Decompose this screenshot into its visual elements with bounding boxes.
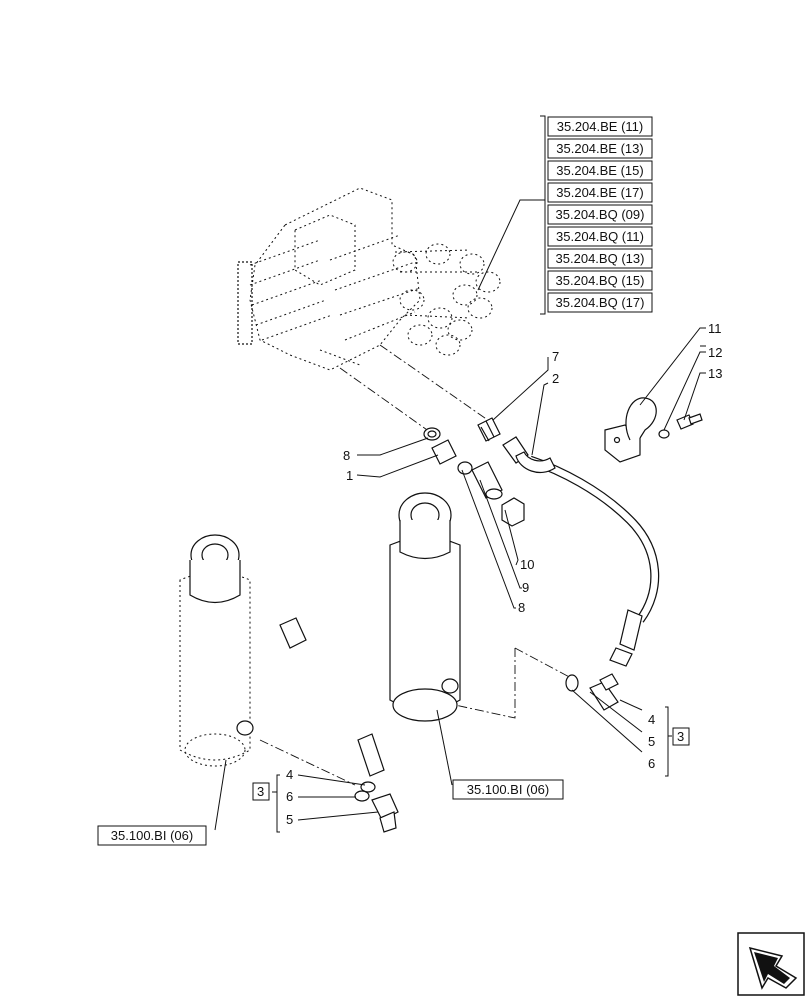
hydraulic-cylinder-right[interactable] [389,492,461,722]
callout-11: 11 [708,321,722,336]
callout-12: 12 [708,345,722,360]
hose-clip-11[interactable] [604,397,657,463]
reference-row[interactable]: 35.204.BE (13) [547,138,653,159]
reference-row-label: 35.204.BQ (11) [556,229,644,244]
callout-9: 9 [522,580,529,595]
leader-lines [214,327,706,833]
svg-text:35.100.BI (06): 35.100.BI (06) [467,782,549,797]
quick-couplers [392,243,501,356]
callout-left-3: 3 [257,784,264,799]
bolt-13[interactable] [676,413,703,430]
callout-left-6: 6 [286,789,293,804]
callout-2: 2 [552,371,559,386]
fittings-left-group[interactable] [354,781,399,833]
callout-right-4: 4 [648,712,655,727]
svg-text:35.100.BI (06): 35.100.BI (06) [111,828,193,843]
reference-row-label: 35.204.BE (15) [556,163,643,178]
callout-left-4: 4 [286,767,293,782]
reference-row-label: 35.204.BE (13) [556,141,643,156]
cylinder-ref-left[interactable]: 35.100.BI (06) [97,825,207,846]
cylinder-ref-right[interactable]: 35.100.BI (06) [452,779,564,800]
callout-numbers: 7 2 8 1 10 9 8 11 12 13 4 5 6 3 4 6 5 3 [252,321,722,827]
hose-1[interactable] [268,439,457,777]
callout-10: 10 [520,557,534,572]
reference-row[interactable]: 35.204.BE (11) [547,116,653,137]
seal-ring-8-top[interactable] [423,427,441,441]
washer-12[interactable] [658,429,670,439]
callout-right-3: 3 [677,729,684,744]
callout-right-5: 5 [648,734,655,749]
reference-row[interactable]: 35.204.BE (15) [547,160,653,181]
control-valve-assembly [237,187,501,371]
reference-row-label: 35.204.BQ (13) [556,251,645,266]
callout-1: 1 [346,468,353,483]
reference-row[interactable]: 35.204.BQ (09) [547,204,653,225]
callout-8-bottom: 8 [518,600,525,615]
reference-row[interactable]: 35.204.BQ (15) [547,270,653,291]
next-page-arrow-icon[interactable] [737,932,805,996]
callout-7: 7 [552,349,559,364]
callout-right-6: 6 [648,756,655,771]
reference-table-rows: 35.204.BE (11) 35.204.BE (13) 35.204.BE (1… [547,116,653,313]
callout-13: 13 [708,366,722,381]
hose-2[interactable] [502,436,660,667]
hydraulic-cylinder-left[interactable] [179,534,254,767]
reference-row-label: 35.204.BQ (15) [556,273,645,288]
reference-row-label: 35.204.BQ (17) [556,295,645,310]
reference-row[interactable]: 35.204.BQ (17) [547,292,653,313]
reference-table: 35.204.BE (11) 35.204.BE (13) 35.204.BE (1… [477,115,653,315]
reference-row-label: 35.204.BE (11) [557,119,643,134]
fittings-right-group[interactable] [565,673,619,711]
assembly-centre-lines [259,344,576,786]
reference-row[interactable]: 35.204.BE (17) [547,182,653,203]
reference-row-label: 35.204.BE (17) [556,185,643,200]
reference-row-label: 35.204.BQ (09) [556,207,645,222]
reference-row[interactable]: 35.204.BQ (11) [547,226,653,247]
seal-ring-9[interactable] [457,461,473,475]
reference-row[interactable]: 35.204.BQ (13) [547,248,653,269]
fitting-7[interactable] [477,417,501,442]
adapter-fitting[interactable] [471,461,503,500]
callout-8-top: 8 [343,448,350,463]
callout-left-5: 5 [286,812,293,827]
